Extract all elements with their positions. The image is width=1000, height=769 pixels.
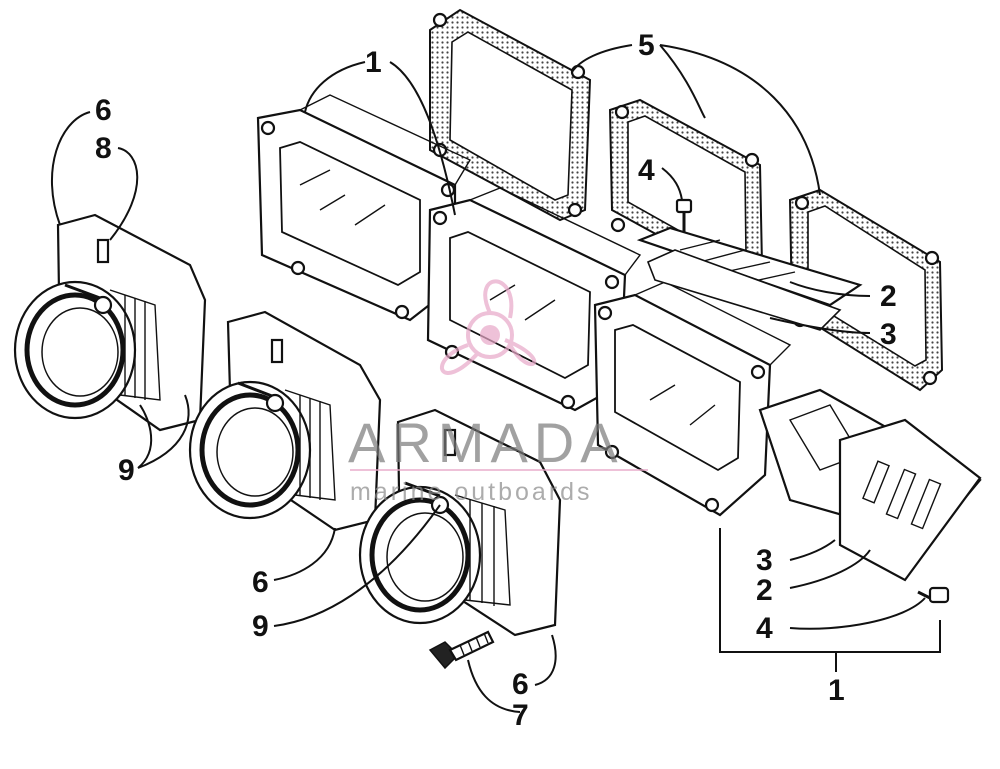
callout-6-bottom: 6 bbox=[512, 668, 529, 701]
propeller-logo bbox=[439, 279, 537, 375]
callout-1-top: 1 bbox=[365, 46, 382, 79]
reed-block-right bbox=[593, 281, 792, 517]
callout-6-top: 6 bbox=[95, 94, 112, 127]
flange-bolt bbox=[428, 630, 495, 670]
leader-lines bbox=[51, 44, 941, 713]
reed-block-left bbox=[256, 94, 472, 322]
gasket-top bbox=[429, 8, 592, 222]
flange-middle bbox=[188, 310, 382, 532]
callout-2-low: 2 bbox=[756, 574, 773, 607]
screw-upper bbox=[675, 198, 693, 232]
callout-2-right: 2 bbox=[880, 280, 897, 313]
watermark-brand: ARMADA bbox=[348, 411, 624, 474]
reed-stop-plate-lower bbox=[838, 418, 982, 582]
gasket-middle bbox=[608, 98, 764, 282]
flange-left bbox=[13, 213, 207, 432]
callout-labels: 1 5 6 8 4 2 3 9 6 9 3 2 4 1 6 7 bbox=[95, 29, 897, 732]
callout-9-left: 9 bbox=[118, 454, 135, 487]
callout-6-middle: 6 bbox=[252, 566, 269, 599]
callout-4-low: 4 bbox=[756, 612, 773, 645]
callout-4-top: 4 bbox=[638, 154, 655, 187]
flange-right bbox=[358, 408, 562, 637]
callout-3-right: 3 bbox=[880, 318, 897, 351]
screw-lower bbox=[917, 586, 950, 604]
callout-7: 7 bbox=[512, 699, 529, 732]
reed-block-middle bbox=[426, 187, 642, 412]
callout-5: 5 bbox=[638, 29, 655, 62]
callout-3-low: 3 bbox=[756, 544, 773, 577]
reed-petal-upper bbox=[646, 249, 842, 331]
callout-9-middle: 9 bbox=[252, 610, 269, 643]
callout-8: 8 bbox=[95, 132, 112, 165]
watermark: ARMADA marine outboards bbox=[348, 279, 648, 506]
callout-1-bottom: 1 bbox=[828, 674, 845, 707]
watermark-tagline: marine outboards bbox=[350, 478, 593, 506]
